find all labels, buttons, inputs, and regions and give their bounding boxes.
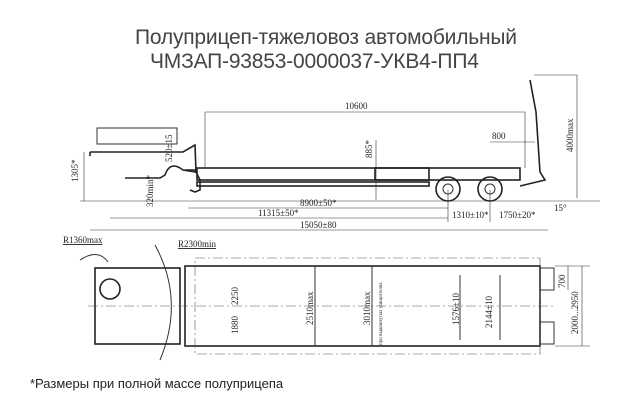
title-line-1: Полуприцеп-тяжеловоз автомобильный [135,26,517,49]
kingpin-wheel [99,278,121,300]
main-deck [196,167,430,181]
rear-deck [374,167,521,181]
side-view: 10600 1305* 520±15 320min* 885* 800 4000… [70,74,600,231]
dim-10600: 10600 [345,101,368,111]
width-dim-lines [555,265,590,347]
dim-4000: 4000max [565,118,575,152]
dim-4000-line [534,74,578,198]
dim-1310: 1310±10* [452,210,489,220]
gooseneck-rail [96,127,178,145]
dim-1576: 1576±10 [451,293,461,325]
rear-light-left [539,267,555,291]
radius-arc-2 [154,244,172,361]
footnote: *Размеры при полной массе полуприцепа [30,376,284,391]
rear-light-right [539,321,555,345]
dim-2510: 2510max [305,291,315,325]
cross-members [314,266,501,346]
deck-beam [196,181,430,187]
dim-1880: 1880 [230,316,240,335]
dim-11315: 11315±50* [258,208,299,218]
dim-885: 885* [364,140,374,159]
dim-2144: 2144±10 [484,296,494,328]
gooseneck [89,143,197,179]
dim-1750: 1750±20* [499,210,536,220]
dim-320: 320min* [145,174,155,207]
extenders-note: при выдвинутых уширителях [379,282,384,345]
dim-15050: 15050±80 [300,220,337,230]
title-line-2: ЧМЗАП-93853-0000037-УКВ4-ПП4 [150,50,479,73]
dim-r1360: R1360max [63,235,103,245]
gooseneck-neck [185,169,201,193]
dim-700: 700 [557,274,567,288]
dim-3010: 3010max [362,291,372,325]
dim-2250: 2250 [230,287,240,306]
dim-10600-line [204,111,526,168]
dim-520: 520±15 [164,134,174,162]
dim-r2300: R2300min [178,239,217,249]
dim-angle: 15° [554,203,567,213]
dim-1305: 1305* [70,159,80,182]
dim-8900: 8900±50* [300,198,337,208]
dim-800: 800 [492,131,506,141]
dim-11315-line [110,190,491,222]
top-view: R1360max R2300min 1880 2250 2510max 3010… [63,235,590,361]
rear-ramp [519,79,547,187]
radius-arc-1 [79,254,109,263]
dim-1305-line [80,152,600,202]
dim-2000-2950: 2000...2950 [570,291,580,334]
